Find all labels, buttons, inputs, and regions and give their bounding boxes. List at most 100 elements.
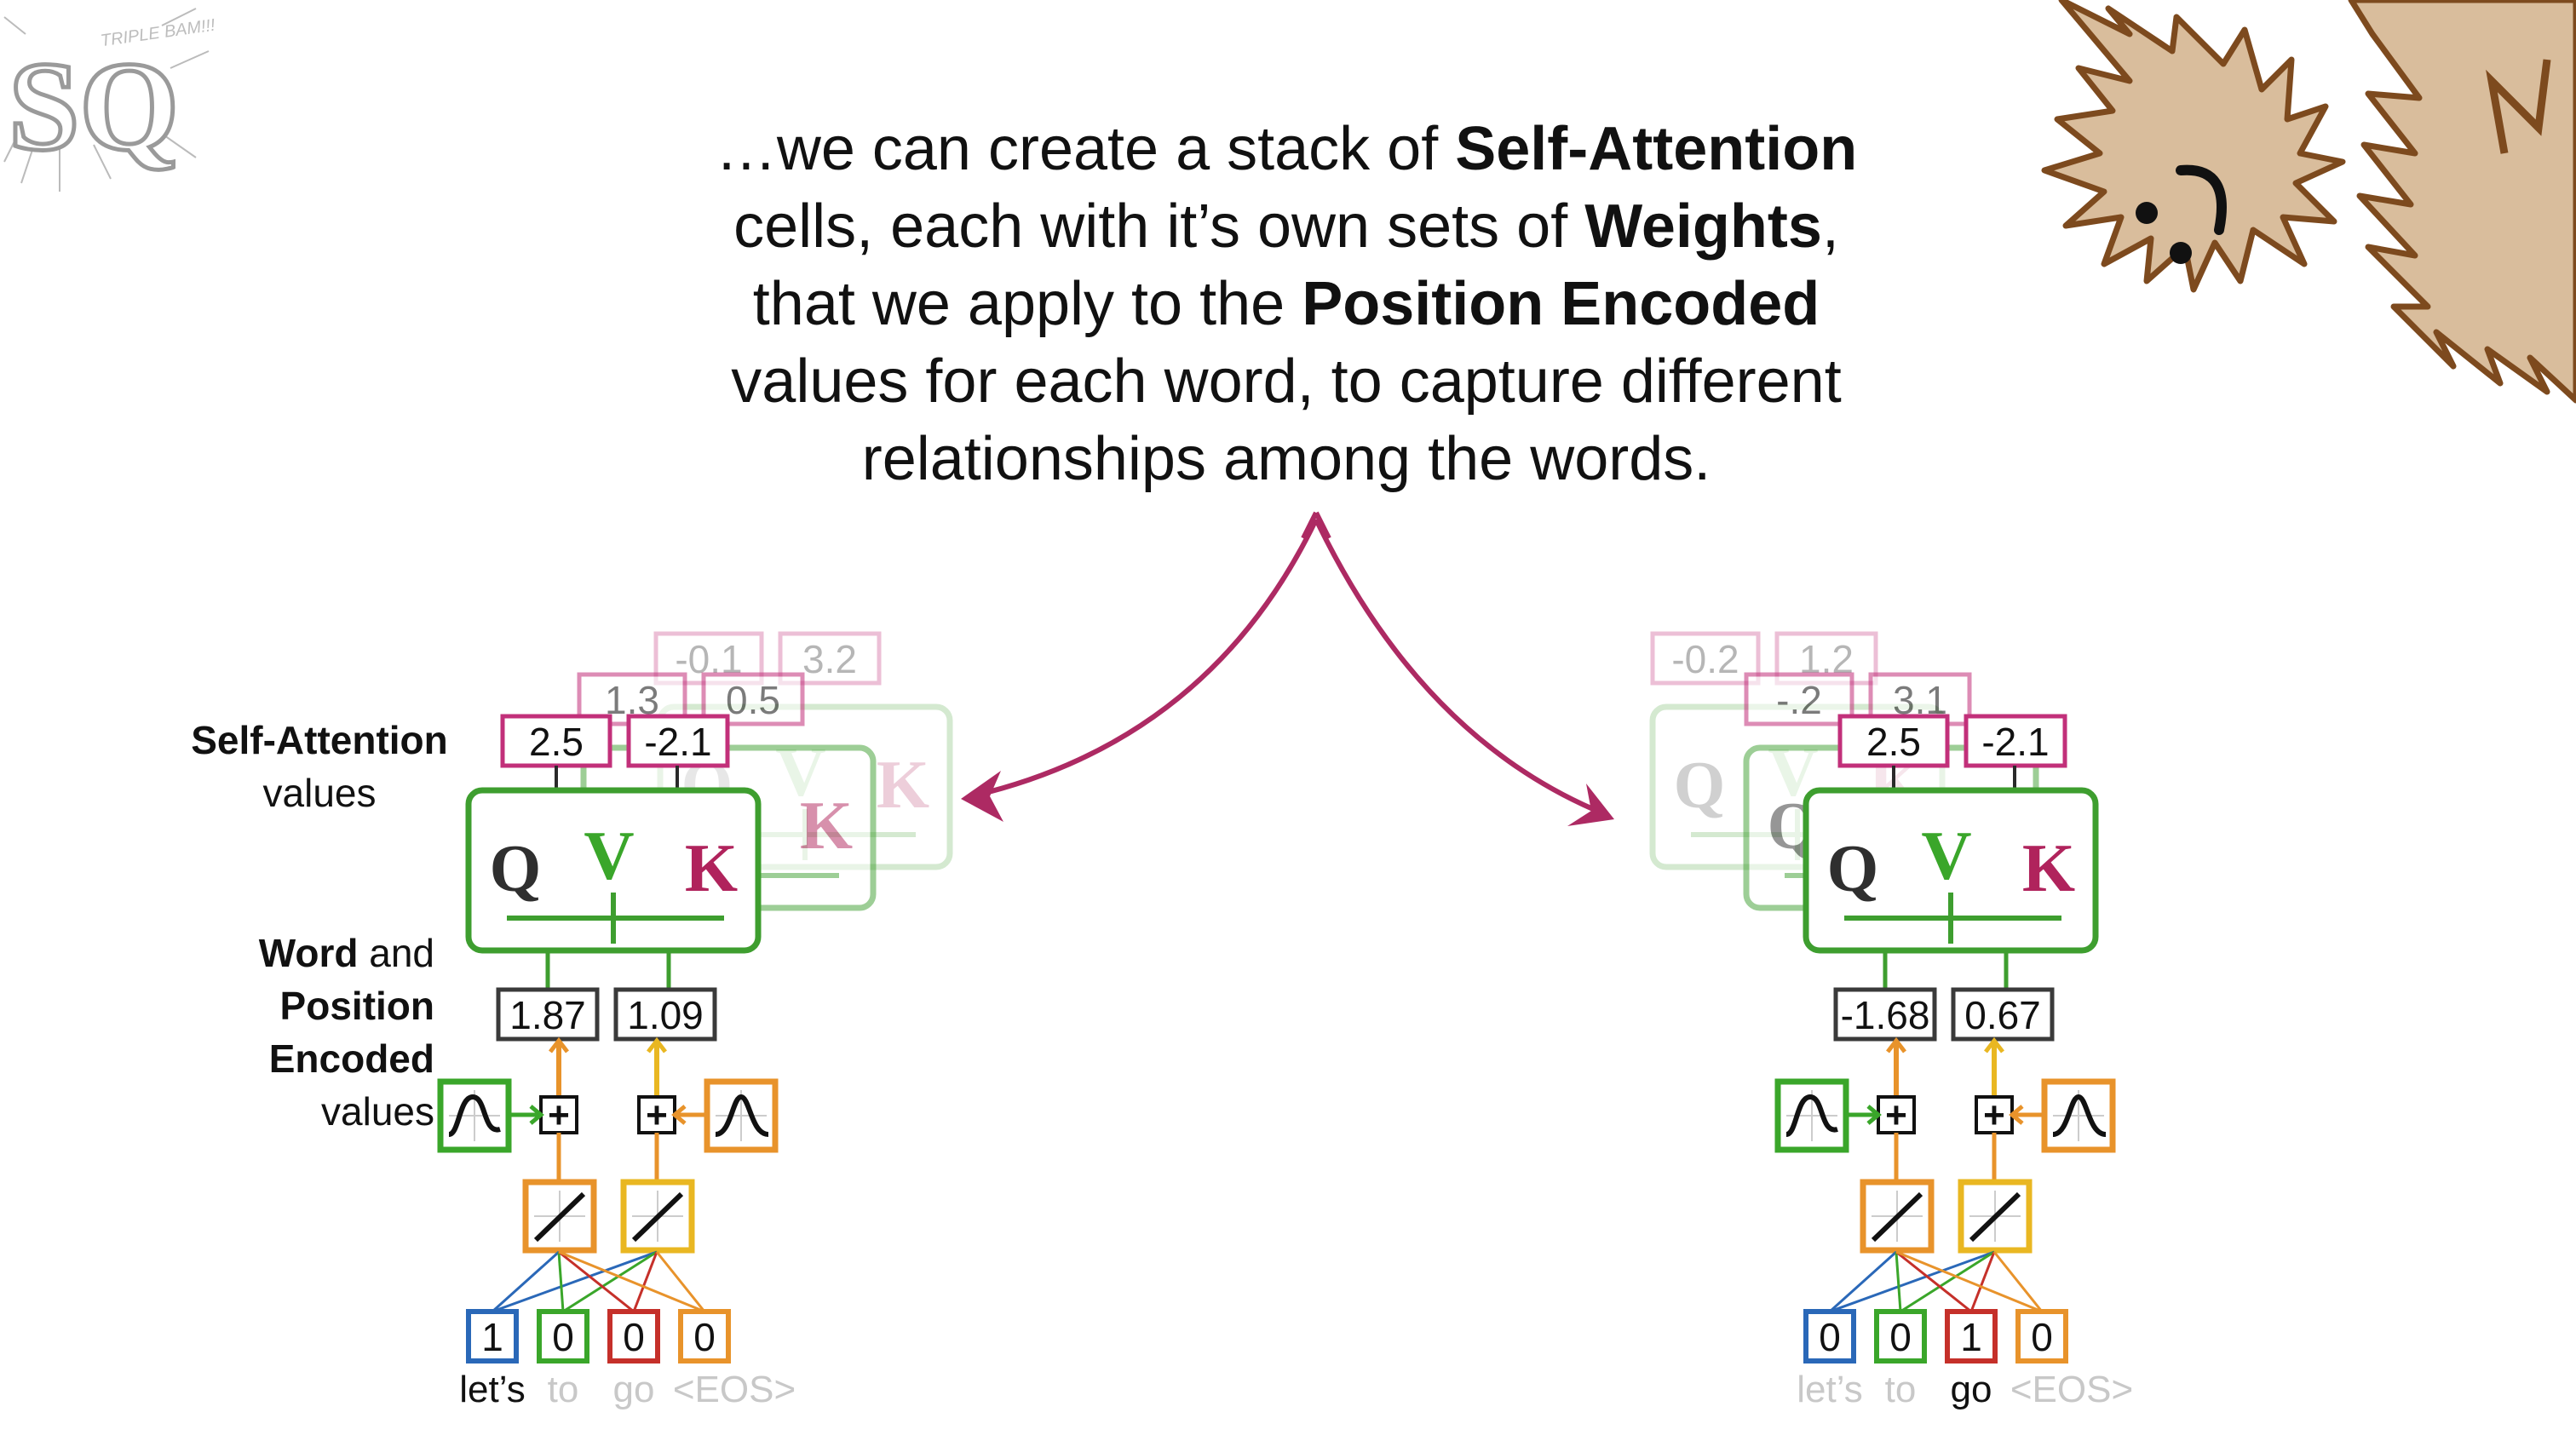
- caption-text: values for each word, to capture differe…: [731, 347, 1842, 416]
- plus-box: +: [1975, 1094, 2014, 1136]
- one-hot-frame: [1874, 1309, 1927, 1363]
- weight-line: [1895, 1250, 2043, 1313]
- attention-value: 2.5: [500, 714, 612, 768]
- plus-box-sign: +: [548, 1094, 570, 1136]
- arrow-to-left-diagram: [970, 518, 1319, 799]
- caption: …we can create a stack of Self-Attention…: [596, 111, 1976, 498]
- caption-text: cells, each with it’s own sets of: [733, 192, 1585, 261]
- cosine-position-icon: [2041, 1078, 2116, 1153]
- weight-line: [1895, 1251, 1902, 1312]
- weight-line: [1895, 1250, 1972, 1313]
- attention-value-frame: [1964, 714, 2067, 768]
- embedding-connectors: [1894, 1133, 1997, 1182]
- back-value-1b-text: 0.5: [726, 678, 780, 722]
- value-letter: V: [1921, 817, 1971, 894]
- encoded-value-frame: [613, 987, 717, 1042]
- encoded-value-text: 1.09: [627, 993, 704, 1037]
- squirrel-mascot: [2041, 0, 2576, 404]
- left-arrowhead: [961, 771, 1003, 822]
- weight-line: [557, 1251, 565, 1312]
- attention-value-text: -2.1: [1981, 720, 2049, 764]
- key-letter: K: [800, 789, 853, 864]
- plus-box-sign: +: [1983, 1094, 2005, 1136]
- caption-bold-text: Weights: [1584, 192, 1822, 261]
- plus-box: +: [539, 1094, 578, 1136]
- position-label: Position: [279, 984, 434, 1028]
- sine-position-icon: [437, 1078, 512, 1153]
- encoded-value-text: -1.68: [1841, 993, 1930, 1037]
- one-hot-box: 0: [537, 1309, 589, 1363]
- weight-line: [1828, 1250, 1898, 1313]
- caption-line: values for each word, to capture differe…: [596, 343, 1976, 421]
- logo-letters: SQ: [9, 36, 179, 177]
- embedding-activation-icon-curve: [631, 1191, 684, 1243]
- weight-line: [562, 1250, 658, 1313]
- one-hot-value: 0: [623, 1315, 645, 1359]
- self-attention-label: Self-Attention values: [153, 714, 486, 819]
- sum-arrowhead-1: [549, 1036, 569, 1053]
- input-word: go: [1951, 1369, 1992, 1410]
- encoded-value-frame: [1951, 987, 2055, 1042]
- caption-line: that we apply to the Position Encoded: [596, 266, 1976, 343]
- caption-text: relationships among the words.: [861, 425, 1711, 493]
- embedding-activation-icon-curve: [1871, 1191, 1923, 1243]
- one-hot-box: 0: [607, 1309, 660, 1363]
- one-hot-frame: [1945, 1309, 1998, 1363]
- plus-box: +: [1877, 1094, 1916, 1136]
- one-hot-value: 0: [1819, 1315, 1841, 1359]
- input-word: <EOS>: [673, 1369, 796, 1410]
- sine-position-icon-curve: [447, 1094, 501, 1137]
- back-value-1a-text: -.2: [1776, 678, 1822, 722]
- one-hot-frame: [678, 1309, 731, 1363]
- weight-line: [1992, 1251, 2044, 1312]
- one-hot-box: 0: [2015, 1309, 2068, 1363]
- encoded-value: -1.68: [1833, 987, 1937, 1042]
- one-hot-value: 0: [2031, 1315, 2053, 1359]
- value-letter: V: [584, 817, 634, 894]
- caption-text: that we apply to the: [752, 270, 1302, 338]
- key-letter: K: [2022, 831, 2075, 906]
- cell-combine-lines: [1844, 893, 2061, 944]
- query-letter: Q: [1827, 831, 1879, 905]
- query-letter: Q: [490, 831, 542, 905]
- weight-line: [1900, 1250, 1995, 1313]
- attention-value-frame: [500, 714, 612, 768]
- one-hot-value: 1: [481, 1315, 503, 1359]
- one-hot-box: 1: [1945, 1309, 1998, 1363]
- back-value-2a-text: -0.2: [1671, 637, 1739, 681]
- sine-position-icon-curve: [1785, 1094, 1838, 1137]
- weight-line: [655, 1251, 706, 1312]
- weight-line: [1829, 1250, 1995, 1313]
- one-hot-frame: [537, 1309, 589, 1363]
- statquest-logo: TRIPLE BAM!!! SQ: [3, 8, 216, 192]
- cosine-position-icon-curve: [2052, 1094, 2107, 1137]
- sine-position-icon: [1774, 1078, 1849, 1153]
- cosine-arrow: [2009, 1105, 2044, 1125]
- one-hot-frame: [607, 1309, 660, 1363]
- input-word: <EOS>: [2010, 1369, 2133, 1410]
- right-arrowhead: [1567, 784, 1614, 826]
- encoded-value-frame: [1833, 987, 1937, 1042]
- input-word: to: [548, 1369, 579, 1410]
- input-word: let’s: [1797, 1369, 1862, 1410]
- attention-value-text: 2.5: [1866, 720, 1921, 764]
- attention-value-frame: [1837, 714, 1950, 768]
- one-hot-frame: [466, 1309, 519, 1363]
- weight-line: [558, 1250, 705, 1313]
- cell-frame: [1803, 787, 2099, 954]
- sine-arrow: [1846, 1105, 1882, 1125]
- one-hot-value: 1: [1960, 1315, 1982, 1359]
- embedding-activation-icon-curve: [1969, 1191, 2021, 1243]
- key-letter: K: [877, 748, 929, 823]
- sum-arrowhead-2: [1984, 1036, 2004, 1053]
- key-letter: K: [685, 831, 738, 906]
- caption-bold-text: Self-Attention: [1455, 115, 1858, 183]
- embedding-activation-icon: [620, 1179, 695, 1254]
- weight-line: [632, 1251, 658, 1312]
- one-hot-box: 0: [678, 1309, 731, 1363]
- right-diagram: QVKQVK-0.21.2-.23.12.5-2.1QVK-1.680.67++…: [1649, 631, 2133, 1410]
- self-attention-label-values: values: [262, 771, 377, 815]
- caption-line: …we can create a stack of Self-Attention: [596, 111, 1976, 188]
